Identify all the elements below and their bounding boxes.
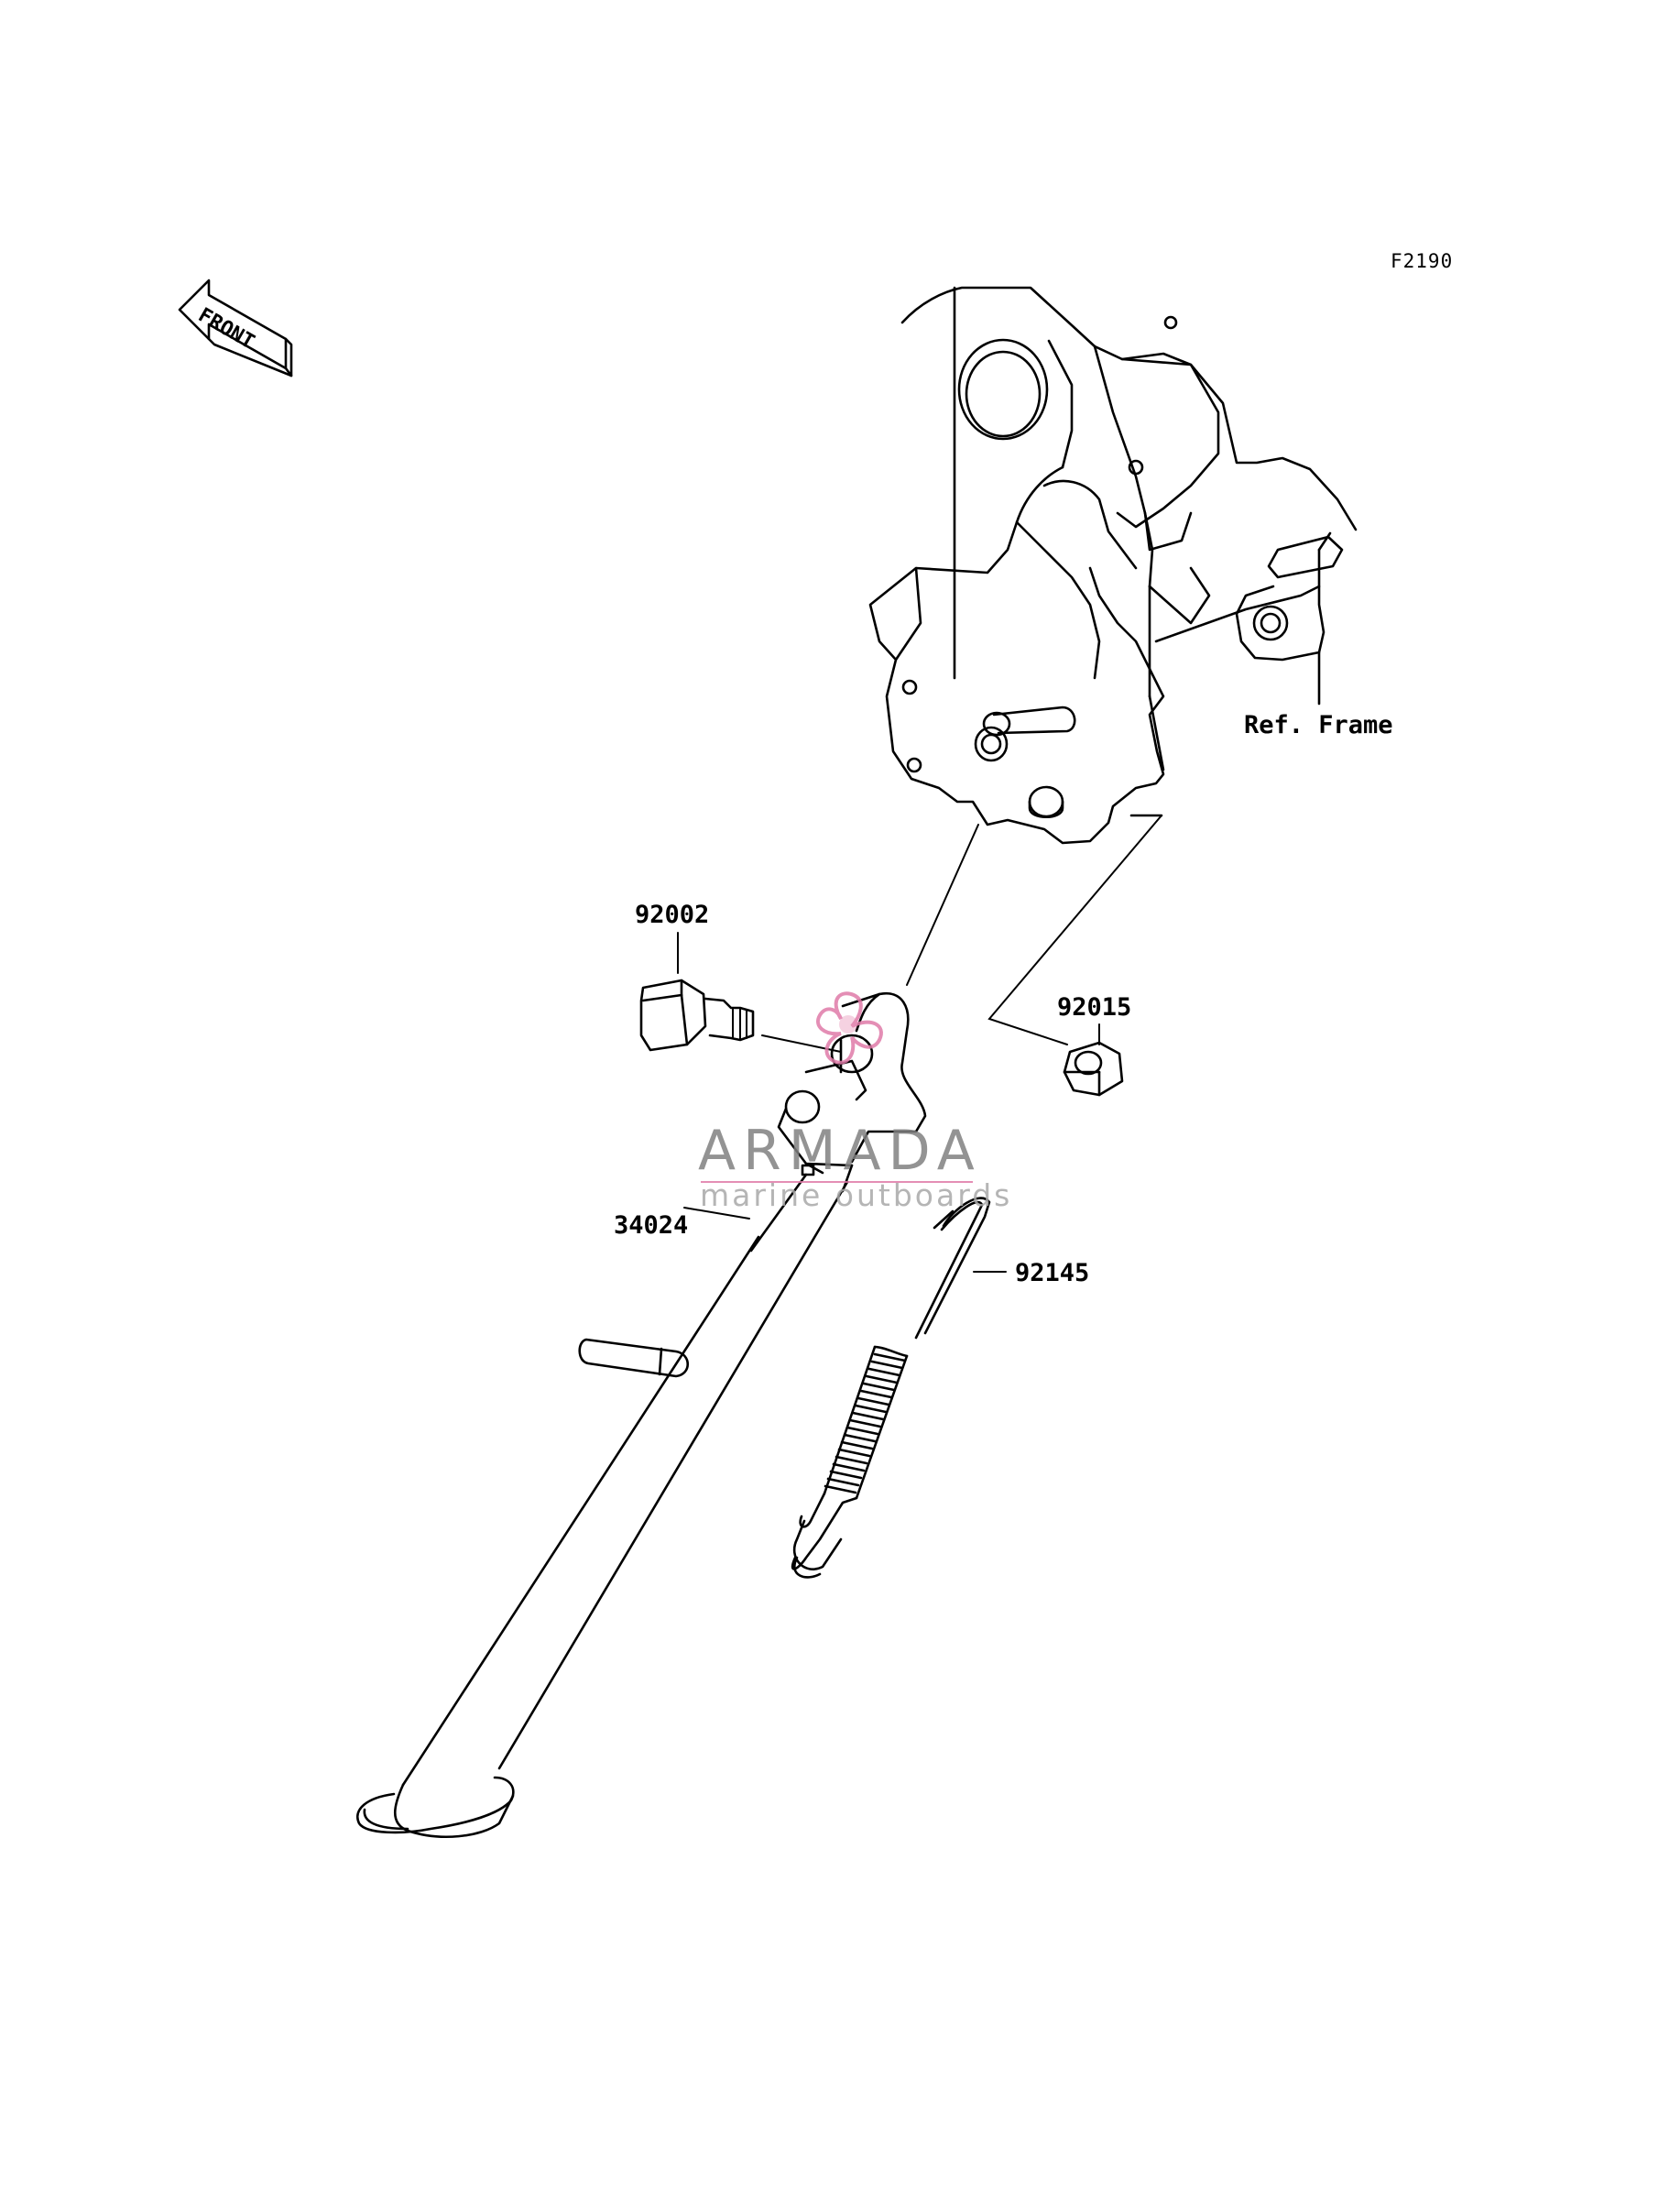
spring-part-number: 92145 — [1015, 1259, 1089, 1287]
bolt-92002 — [639, 932, 755, 1052]
side-stand-34024 — [356, 991, 927, 1838]
frame-outline — [868, 286, 1358, 845]
spring-92145 — [791, 1197, 1007, 1579]
watermark-tagline: marine outboards — [700, 1177, 1012, 1213]
diagram-code: F2190 — [1391, 250, 1453, 272]
ref-frame-label: Ref. Frame — [1244, 711, 1393, 739]
stand-part-number: 34024 — [614, 1211, 688, 1240]
bolt-part-number: 92002 — [635, 901, 709, 929]
armada-watermark-logo: ARMADA marine outboards — [698, 991, 1012, 1213]
nut-92015 — [1063, 1023, 1124, 1097]
front-arrow-icon: FRONT — [178, 279, 293, 377]
watermark-brand: ARMADA — [698, 1119, 982, 1183]
nut-part-number: 92015 — [1057, 993, 1131, 1022]
